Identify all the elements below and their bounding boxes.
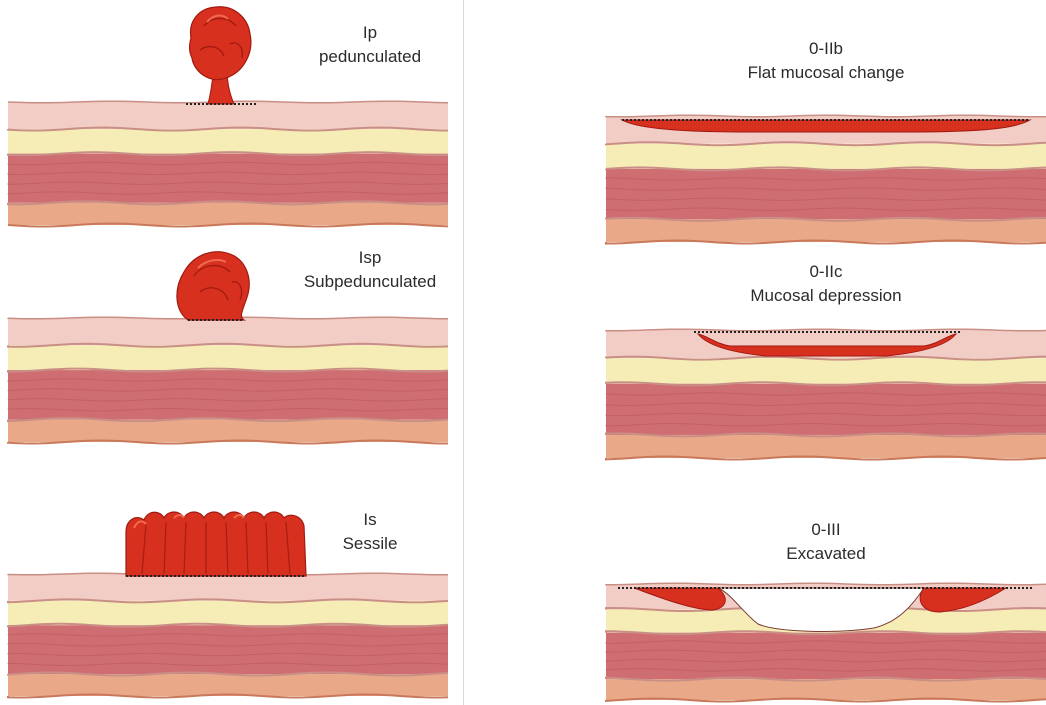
serosa-layer — [8, 203, 448, 225]
panel-divider — [463, 0, 464, 705]
submucosa-layer — [8, 345, 448, 370]
muscularis-layer — [606, 633, 1046, 679]
pedunculated-polyp — [186, 7, 256, 104]
muscularis-layer — [8, 154, 448, 203]
flat-lesion — [622, 120, 1030, 132]
subpedunculated-polyp — [177, 252, 249, 320]
panel-is: Is Sessile — [8, 480, 448, 702]
0-iii-description: Excavated — [736, 542, 916, 566]
muscularis-layer — [606, 384, 1046, 435]
serosa-layer — [8, 674, 448, 696]
ip-label: Ip pedunculated — [280, 21, 460, 69]
tissue-layers — [8, 317, 448, 443]
0-iib-description: Flat mucosal change — [736, 61, 916, 85]
is-code: Is — [280, 508, 460, 532]
muscularis-layer — [606, 169, 1046, 219]
panel-0-iic: 0-IIc Mucosal depression — [606, 252, 1046, 474]
serosa-layer — [8, 420, 448, 442]
muscularis-layer — [8, 370, 448, 420]
0-iic-label: 0-IIc Mucosal depression — [736, 260, 916, 308]
isp-description: Subpedunculated — [280, 270, 460, 294]
tissue-layers — [8, 573, 448, 697]
submucosa-layer — [8, 601, 448, 625]
serosa-layer — [606, 679, 1046, 700]
is-description: Sessile — [280, 532, 460, 556]
submucosa-layer — [606, 358, 1046, 384]
panel-isp: Isp Subpedunculated — [8, 230, 448, 450]
0-iii-label: 0-III Excavated — [736, 518, 916, 566]
panel-0-iib: 0-IIb Flat mucosal change — [606, 20, 1046, 250]
0-iii-code: 0-III — [736, 518, 916, 542]
0-iic-code: 0-IIc — [736, 260, 916, 284]
mucosa-layer — [8, 318, 448, 345]
serosa-layer — [606, 435, 1046, 458]
0-iib-label: 0-IIb Flat mucosal change — [736, 37, 916, 85]
muscularis-layer — [8, 625, 448, 674]
serosa-layer — [606, 219, 1046, 242]
tissue-layers — [606, 115, 1046, 243]
tissue-layers — [8, 101, 448, 226]
is-label: Is Sessile — [280, 508, 460, 556]
submucosa-layer — [606, 144, 1046, 169]
mucosa-layer — [8, 102, 448, 129]
ip-description: pedunculated — [280, 45, 460, 69]
sessile-polyp — [126, 512, 306, 576]
mucosa-layer — [8, 574, 448, 601]
isp-code: Isp — [280, 246, 460, 270]
submucosa-layer — [8, 129, 448, 154]
0-iic-description: Mucosal depression — [736, 284, 916, 308]
panel-0-iii: 0-III Excavated — [606, 488, 1046, 702]
isp-label: Isp Subpedunculated — [280, 246, 460, 294]
ip-code: Ip — [280, 21, 460, 45]
0-iib-code: 0-IIb — [736, 37, 916, 61]
panel-ip: Ip pedunculated — [8, 0, 448, 230]
